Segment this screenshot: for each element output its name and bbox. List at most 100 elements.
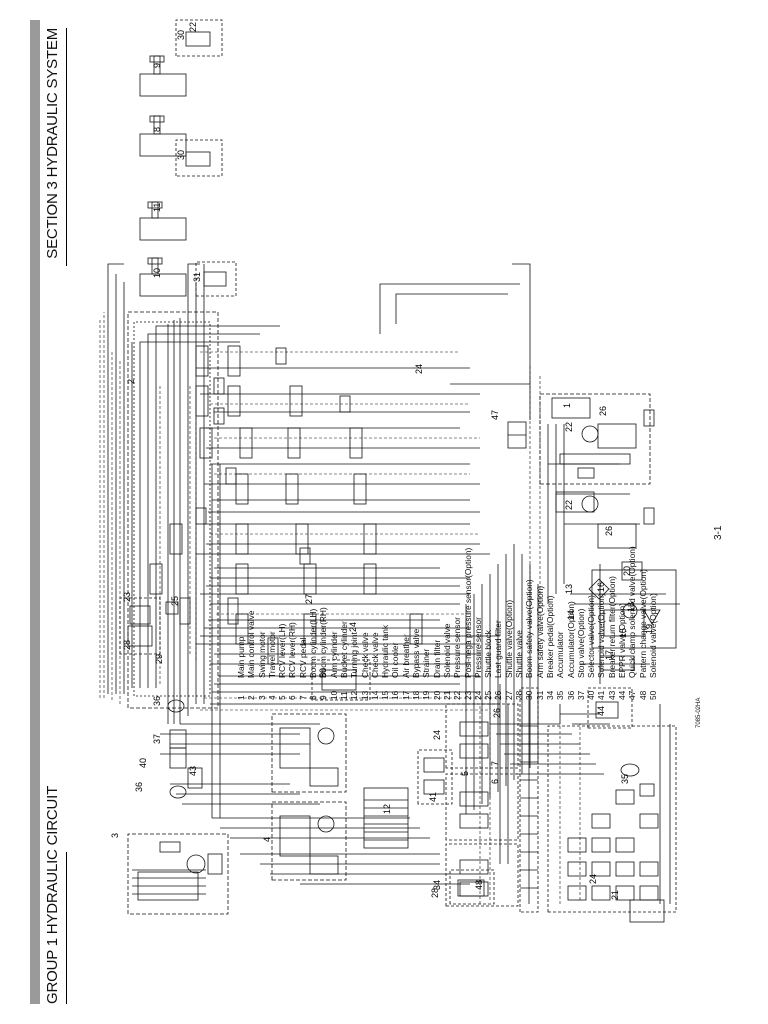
legend-number: 15 (380, 690, 391, 700)
callout-label: 31 (192, 272, 202, 282)
quick-clamp-solenoid-valve (507, 421, 527, 449)
hydraulic-tank (591, 569, 677, 671)
legend-label: Hydraulic tank (380, 624, 391, 678)
legend-item: 12 Turning joint (349, 298, 359, 700)
callout-label: 10 (152, 268, 162, 278)
callout-label: 43 (188, 766, 198, 776)
legend-item: 26 Last guard filter (493, 298, 503, 700)
legend-number: 37 (575, 690, 586, 700)
legend-number: 47 (627, 690, 638, 700)
legend-number: 6 (287, 695, 298, 700)
legend-item: 18Bypass valve (411, 298, 421, 700)
callout-label: 25 (170, 596, 180, 606)
callout-label: 22 (564, 500, 574, 510)
callout-label: 22 (188, 22, 198, 32)
legend-number: 12 (349, 690, 360, 700)
legend-label: Air breather (400, 634, 411, 678)
callout-label: 14 (566, 610, 576, 620)
callout-label: 44 (596, 706, 606, 716)
legend-item: 22Pressure sensor (452, 298, 462, 700)
shuttle-block (119, 597, 179, 655)
legend-item: 16 Oil cooler (390, 298, 400, 700)
legend-item: 27Shuttle valve(Option) (504, 298, 514, 700)
legend-item: 30Boom safety valve(Option) (524, 298, 534, 700)
legend-number: 25 (483, 690, 494, 700)
callout-label: 37 (152, 734, 162, 744)
legend-number: 9 (318, 695, 329, 700)
legend-label: Last guard filter (493, 620, 504, 678)
legend-label: Breaker return filter(Option) (606, 576, 617, 678)
callout-label: 19 (644, 624, 654, 634)
legend-label: Turning joint (349, 632, 360, 678)
legend-number: 11 (338, 691, 349, 700)
legend-number: 36 (565, 690, 576, 700)
turning-joint (363, 787, 409, 849)
legend-number: 16 (390, 690, 401, 700)
callout-label: 24 (414, 364, 424, 374)
legend-number: 34 (544, 690, 555, 700)
callout-label: 6 (490, 779, 500, 784)
rcv-lever-right (445, 773, 519, 841)
callout-label: 24 (432, 730, 442, 740)
legend-item: 15 Hydraulic tank (380, 298, 390, 700)
legend-number: 35 (555, 690, 566, 700)
legend-number: 1 (236, 695, 246, 700)
section-title-underline (66, 28, 67, 266)
legend-label: RCV lever(RH) (287, 622, 298, 678)
legend-item: 4Travel motor (267, 298, 277, 700)
legend-label: Arm cylinder (328, 631, 339, 678)
callout-label: 34 (432, 880, 442, 890)
legend-label: Accumulator(Option) (565, 601, 576, 678)
legend-item: 34 Breaker pedal(Option) (545, 298, 555, 700)
pattern-change-valve (519, 687, 539, 913)
legend-label: Quick clamp solenoid valve(Option) (627, 546, 638, 678)
callout-label: 1 (562, 403, 572, 408)
swing-motor (127, 833, 229, 915)
callout-label: 3 (110, 833, 120, 838)
legend-number: 44 (616, 690, 627, 700)
callout-label: 36 (152, 696, 162, 706)
valve-21 (629, 899, 665, 923)
bucket-cylinder (139, 201, 187, 241)
legend-item: 50 Solenoid valve(Option) (648, 298, 658, 700)
solenoid-valve-41 (417, 749, 453, 805)
callout-label: 15 (618, 628, 628, 638)
legend-number: 18 (411, 690, 422, 700)
callout-label: 11 (152, 203, 162, 212)
legend-label: Solenoid valve (441, 623, 452, 678)
callout-label: 30 (176, 150, 186, 160)
legend-number: 26 (493, 690, 504, 700)
callout-label: 12 (382, 804, 392, 814)
legend-label: Main pump (236, 636, 246, 678)
legend-number: 20 (431, 690, 442, 700)
legend-label: Posi-nega pressure sensor(Option) (462, 547, 473, 678)
boom-cylinder-rh (139, 19, 223, 97)
solenoid-valve-50 (311, 659, 371, 701)
boom-cylinder-lh (139, 115, 223, 177)
legend-label: Solenoid valve(Option) (596, 593, 607, 678)
legend-label: Breaker pedal(Option) (544, 595, 555, 678)
legend-number: 8 (308, 695, 319, 700)
page-number: 3-1 (713, 525, 724, 540)
legend-number: 50 (647, 690, 658, 700)
legend-label: Oil cooler (390, 642, 401, 678)
legend-number: 14 (369, 690, 380, 700)
legend-label: Solenoid valve(Option) (647, 593, 658, 678)
legend-number: 28 (514, 690, 525, 700)
eppr-valve (587, 687, 633, 729)
breaker-pedal (449, 869, 495, 905)
legend-item: 13Check valve (360, 298, 370, 700)
legend-number: 48 (637, 690, 648, 700)
legend-number: 41 (596, 690, 607, 700)
legend-item: 43Breaker return filter(Option) (607, 298, 617, 700)
legend-number: 30 (524, 690, 535, 700)
legend-label: Main control valve (246, 610, 257, 679)
legend-label: Travel motor (266, 631, 277, 678)
legend-label: RCV lever(LH) (277, 623, 288, 678)
legend-number: 5 (277, 695, 288, 700)
page-header: GROUP 1 HYDRAULIC CIRCUIT SECTION 3 HYDR… (30, 20, 80, 1004)
callout-label: 30 (176, 30, 186, 40)
legend-item: 48Pattern change valve(Option) (638, 298, 648, 700)
